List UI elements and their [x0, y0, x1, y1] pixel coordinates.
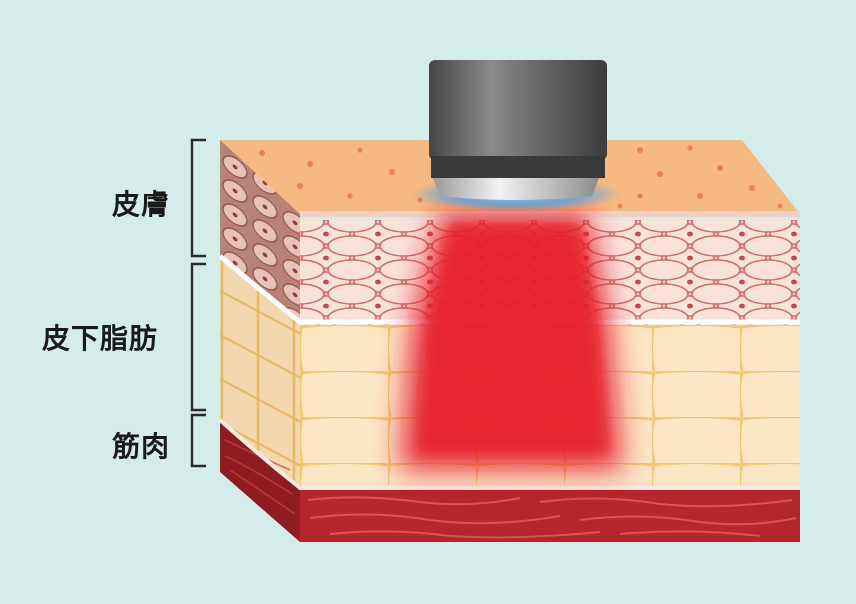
label-skin: 皮膚 [112, 188, 171, 221]
dermis-side [220, 140, 300, 325]
dermis-boundary [218, 254, 800, 325]
probe-band [431, 156, 605, 178]
fat-muscle-boundary [218, 418, 800, 490]
label-subcutaneous-fat: 皮下脂肪 [42, 322, 159, 355]
fat-side [220, 256, 300, 488]
probe-body [429, 60, 607, 160]
probe-tip-ring [433, 178, 599, 200]
label-muscle: 筋肉 [112, 430, 171, 463]
muscle-side [220, 420, 300, 542]
energy-beam-core [418, 222, 608, 452]
muscle-fibers [307, 496, 797, 539]
skin-pores [242, 145, 783, 209]
layer-brackets [190, 138, 206, 468]
